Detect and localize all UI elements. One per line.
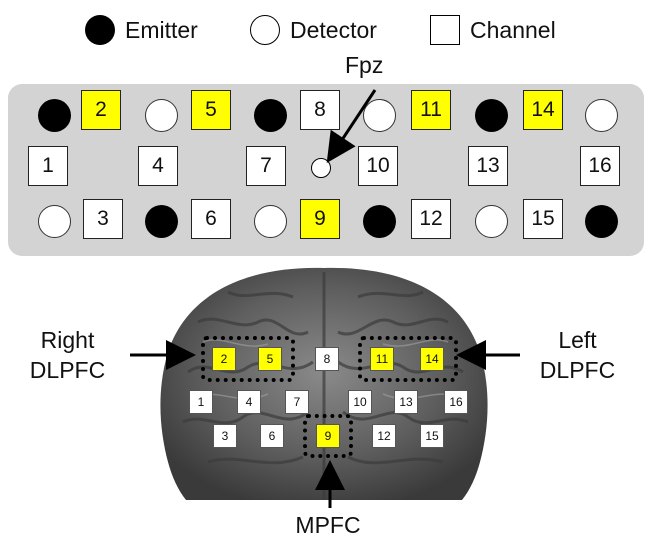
emitter-node: [363, 205, 396, 238]
probe-panel: 2 5 8 11 14 1 4 7 10 13 16 3 6 9 12 15: [8, 84, 644, 256]
brain-channel-5: 5: [258, 347, 282, 371]
emitter-node: [254, 99, 287, 132]
brain-channel-8: 8: [315, 347, 339, 371]
mpfc-label: MPFC: [295, 512, 361, 538]
left-dlpfc-label: Left DLPFC: [539, 327, 616, 383]
channel-8: 8: [300, 90, 340, 130]
brain-channel-15: 15: [420, 424, 444, 448]
brain-channel-2: 2: [212, 347, 236, 371]
channel-9: 9: [300, 199, 340, 239]
channel-icon: [430, 15, 460, 45]
detector-node: [475, 205, 508, 238]
channel-6: 6: [191, 199, 231, 239]
channel-12: 12: [411, 199, 451, 239]
channel-15: 15: [523, 199, 563, 239]
channel-11: 11: [411, 90, 451, 130]
fpz-label: Fpz: [345, 52, 384, 78]
fpz-arrow: [326, 89, 377, 164]
detector-node: [254, 205, 287, 238]
legend-detector: Detector: [250, 10, 377, 50]
channel-5: 5: [191, 90, 231, 130]
legend-channel-label: Channel: [470, 16, 556, 43]
channel-16: 16: [580, 146, 620, 186]
legend-emitter-label: Emitter: [125, 16, 198, 43]
brain-channel-16: 16: [444, 390, 468, 414]
channel-13: 13: [468, 146, 508, 186]
channel-14: 14: [523, 90, 563, 130]
brain-image: 2 5 8 11 14 1 4 7 10 13 16 3 6 9 12 15: [128, 262, 520, 500]
legend: Emitter Detector Channel: [0, 10, 650, 50]
fpz-node: [311, 158, 331, 178]
right-dlpfc-label: Right DLPFC: [29, 327, 106, 383]
legend-channel: Channel: [430, 10, 556, 50]
detector-node: [145, 99, 178, 132]
channel-3: 3: [83, 199, 123, 239]
emitter-icon: [85, 15, 115, 45]
brain-channel-13: 13: [394, 390, 418, 414]
brain-channel-3: 3: [213, 424, 237, 448]
emitter-node: [585, 205, 618, 238]
detector-icon: [250, 15, 280, 45]
brain-channel-9: 9: [316, 424, 340, 448]
brain-channel-6: 6: [260, 424, 284, 448]
detector-node: [38, 205, 71, 238]
emitter-node: [38, 99, 71, 132]
channel-2: 2: [81, 90, 121, 130]
detector-node: [363, 99, 396, 132]
channel-4: 4: [138, 146, 178, 186]
emitter-node: [145, 205, 178, 238]
channel-7: 7: [246, 146, 286, 186]
brain-channel-1: 1: [189, 390, 213, 414]
brain-illustration: [160, 267, 488, 500]
legend-detector-label: Detector: [290, 16, 377, 43]
brain-channel-10: 10: [348, 390, 372, 414]
roi-mpfc: [303, 414, 353, 458]
channel-10: 10: [358, 146, 398, 186]
emitter-node: [475, 99, 508, 132]
channel-1: 1: [28, 146, 68, 186]
legend-emitter: Emitter: [85, 10, 198, 50]
roi-right-dlpfc: [201, 336, 295, 382]
detector-node: [585, 99, 618, 132]
brain-channel-7: 7: [285, 390, 309, 414]
brain-channel-4: 4: [237, 390, 261, 414]
brain-channel-12: 12: [372, 424, 396, 448]
brain-channel-14: 14: [420, 347, 444, 371]
brain-channel-11: 11: [370, 347, 394, 371]
